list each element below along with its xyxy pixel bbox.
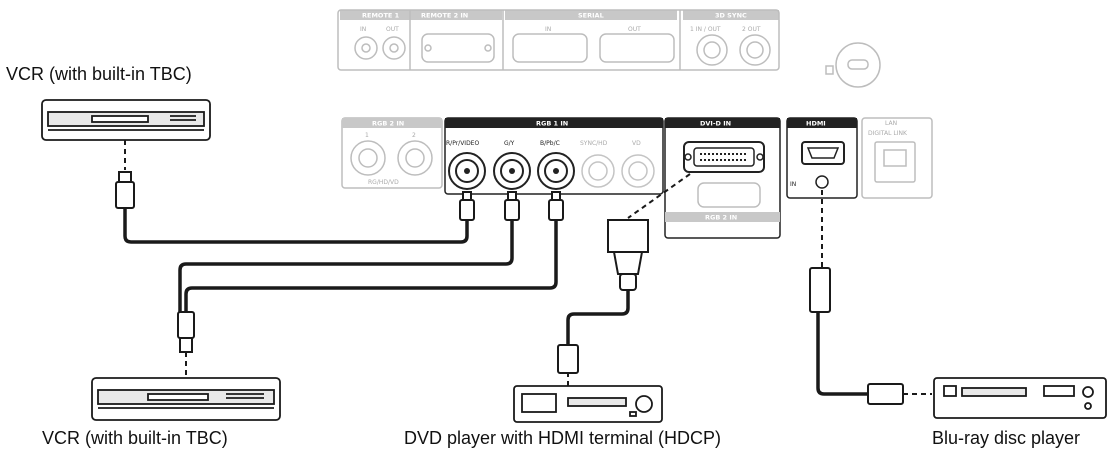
digital-link-label: DIGITAL LINK: [868, 130, 908, 137]
sync3d-2-label: 2 OUT: [742, 26, 761, 33]
bluray-player: [933, 377, 1107, 419]
connectors: [115, 171, 904, 405]
sub-in-header: RGB 2 IN: [705, 214, 737, 222]
cable-bluray: [816, 310, 870, 396]
rgb1-b-label: B/Pb/C: [540, 140, 560, 147]
projector-top-panel: [337, 9, 881, 88]
rgb2-header: RGB 2 IN: [372, 120, 404, 128]
dvd-player: [513, 385, 663, 423]
cable-component-2: [184, 218, 558, 314]
hdmi-header: HDMI: [806, 120, 826, 128]
vcr-bottom: [91, 377, 281, 421]
dvd-player-label: DVD player with HDMI terminal (HDCP): [404, 428, 722, 448]
rgb2-1-label: 1: [365, 132, 369, 139]
serial-in-label: IN: [545, 26, 551, 33]
remote2-header: REMOTE 2 IN: [421, 12, 468, 20]
rgb1-header: RGB 1 IN: [536, 120, 568, 128]
dvid-header: DVI-D IN: [700, 120, 731, 128]
cables: [123, 206, 870, 396]
lan-label: LAN: [885, 120, 897, 127]
cable-component-1: [178, 218, 514, 314]
hdmi-in-label: IN: [790, 181, 796, 188]
rgb1-g-label: G/Y: [504, 140, 515, 147]
vcr-bottom-label: VCR (with built-in TBC): [42, 428, 228, 448]
remote1-header: REMOTE 1: [362, 12, 400, 20]
bluray-player-label: Blu-ray disc player: [932, 428, 1081, 448]
dashed-cables: [124, 140, 932, 395]
cable-vcr-top: [123, 206, 469, 244]
serial-out-label: OUT: [628, 26, 641, 33]
serial-header: SERIAL: [578, 12, 604, 20]
remote1-out-label: OUT: [386, 26, 399, 33]
vcr-top: [41, 99, 211, 141]
rgb1-r-label: R/Pr/VIDEO: [446, 140, 479, 147]
sync3d-header: 3D SYNC: [715, 12, 747, 20]
sync3d-1-label: 1 IN / OUT: [690, 26, 721, 33]
rgb2-2-label: 2: [412, 132, 416, 139]
rgb2-hv-label: RG/HD/VD: [368, 179, 399, 186]
vcr-top-label: VCR (with built-in TBC): [6, 64, 192, 84]
rgb1-sync-label: SYNC/HD: [580, 140, 608, 147]
rgb1-vd-label: VD: [632, 140, 641, 147]
remote1-in-label: IN: [360, 26, 366, 33]
cable-dvd: [566, 288, 630, 347]
